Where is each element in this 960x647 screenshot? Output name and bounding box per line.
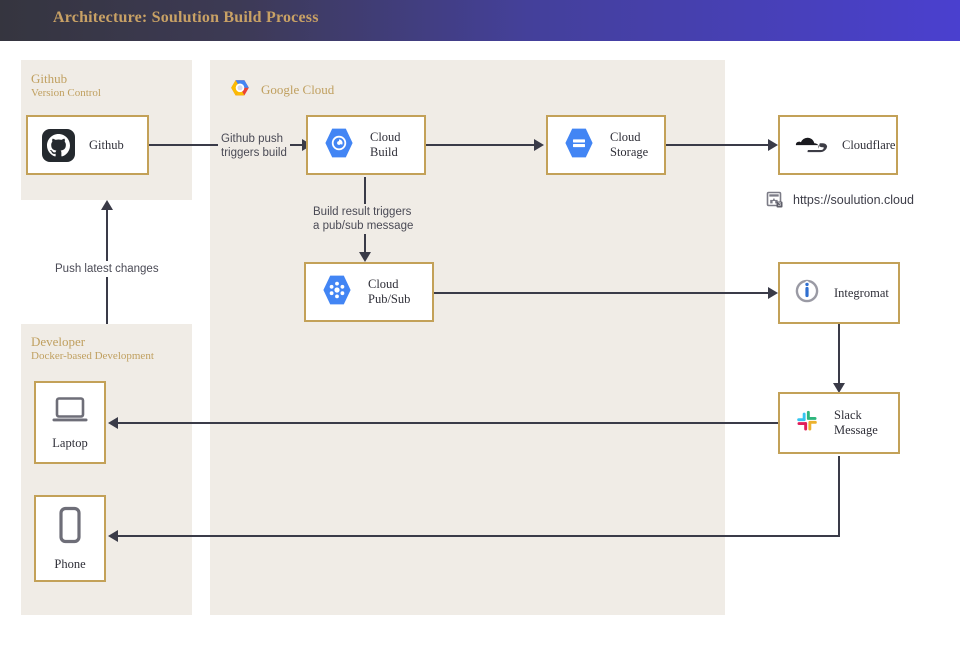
edge-slack-to-phone-hline — [118, 535, 840, 537]
page-title: Architecture: Soulution Build Process — [53, 9, 319, 26]
edge-slack-to-laptop-line — [118, 422, 778, 424]
node-cloudflare-label: Cloudflare — [842, 137, 896, 152]
edge-slack-to-phone-vline — [838, 456, 840, 537]
edge-build-to-pubsub-arrowhead — [359, 252, 371, 262]
cloud-storage-icon — [562, 127, 596, 164]
edge-slack-to-phone-arrowhead — [108, 530, 118, 542]
edge-laptop-to-github-label: Push latest changes — [52, 261, 162, 277]
node-github-label: Github — [89, 137, 124, 152]
group-github-subtitle: Version Control — [31, 87, 101, 99]
edge-build-to-storage-arrowhead — [534, 139, 544, 151]
integromat-icon — [794, 278, 820, 309]
edge-laptop-to-github-arrowhead — [101, 200, 113, 210]
edge-build-to-storage-line — [426, 144, 538, 146]
node-slack[interactable]: Slack Message — [778, 392, 900, 454]
slack-icon — [794, 408, 820, 439]
node-slack-label: Slack Message — [834, 408, 878, 437]
group-developer-subtitle: Docker-based Development — [31, 350, 154, 362]
node-laptop-label: Laptop — [52, 435, 88, 450]
edge-build-to-pubsub-label: Build result triggers a pub/sub message — [310, 204, 417, 234]
node-phone-label: Phone — [54, 556, 86, 571]
edge-storage-to-cloudflare-line — [666, 144, 772, 146]
svg-text:3: 3 — [778, 202, 781, 208]
edge-storage-to-cloudflare-arrowhead — [768, 139, 778, 151]
node-laptop[interactable]: Laptop — [34, 381, 106, 464]
node-integromat[interactable]: Integromat — [778, 262, 900, 324]
edge-pubsub-to-integromat-arrowhead — [768, 287, 778, 299]
node-integromat-label: Integromat — [834, 285, 889, 300]
edge-integromat-to-slack-arrowhead — [833, 383, 845, 393]
node-cloud-pubsub-label: Cloud Pub/Sub — [368, 277, 411, 306]
annotation-site-url: 3 https://soulution.cloud — [766, 191, 914, 209]
node-cloud-build-label: Cloud Build — [370, 130, 401, 159]
node-cloud-storage-label: Cloud Storage — [610, 130, 649, 159]
edge-integromat-to-slack-line — [838, 324, 840, 388]
node-cloud-storage[interactable]: Cloud Storage — [546, 115, 666, 175]
edge-slack-to-laptop-arrowhead — [108, 417, 118, 429]
node-github[interactable]: Github — [26, 115, 149, 175]
edge-pubsub-to-integromat-line — [434, 292, 772, 294]
group-google-cloud-title: Google Cloud — [261, 82, 335, 97]
cloudflare-icon — [794, 132, 828, 159]
website-icon: 3 — [766, 191, 783, 208]
annotation-site-url-text: https://soulution.cloud — [793, 193, 914, 207]
group-developer-title: Developer — [31, 334, 86, 349]
edge-github-to-build-label: Github push triggers build — [218, 131, 290, 161]
page-header: Architecture: Soulution Build Process — [0, 0, 960, 41]
node-cloud-build[interactable]: Cloud Build — [306, 115, 426, 175]
group-google-cloud-header: Google Cloud — [228, 79, 334, 101]
node-cloud-pubsub[interactable]: Cloud Pub/Sub — [304, 262, 434, 322]
group-github-title: Github — [31, 71, 68, 86]
google-cloud-icon — [231, 80, 249, 96]
laptop-icon — [50, 395, 90, 430]
phone-icon — [56, 506, 84, 551]
cloud-pubsub-icon — [320, 274, 354, 311]
cloud-build-icon — [322, 127, 356, 164]
github-icon — [42, 128, 75, 162]
node-cloudflare[interactable]: Cloudflare — [778, 115, 898, 175]
node-phone[interactable]: Phone — [34, 495, 106, 582]
